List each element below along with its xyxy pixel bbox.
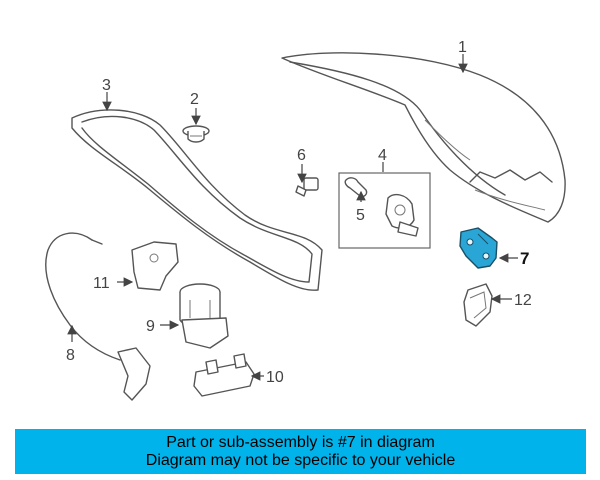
callout-2: 2 [190, 91, 199, 108]
callout-10: 10 [266, 369, 284, 386]
info-banner: Part or sub-assembly is #7 in diagram Di… [15, 429, 586, 474]
parts-diagram: 1 2 3 4 5 6 7 8 9 10 11 12 [45, 39, 566, 401]
part-10-handle[interactable] [193, 353, 255, 397]
callout-5: 5 [356, 207, 365, 224]
part-1-trunk-lid[interactable] [281, 52, 566, 223]
callout-9: 9 [146, 318, 155, 335]
part-8-release-cable[interactable] [45, 232, 151, 401]
callout-7: 7 [520, 249, 529, 268]
banner-line-1: Part or sub-assembly is #7 in diagram [166, 433, 435, 451]
callout-6: 6 [297, 147, 306, 164]
callout-3: 3 [102, 77, 111, 94]
callout-1: 1 [458, 39, 467, 56]
part-4-latch-assembly-box[interactable] [338, 172, 431, 249]
callout-4: 4 [378, 147, 387, 164]
part-12-bracket[interactable] [463, 283, 493, 327]
banner-line-2: Diagram may not be specific to your vehi… [145, 451, 456, 469]
part-6-bolt[interactable] [295, 177, 319, 197]
callout-11: 11 [93, 275, 110, 292]
part-11-cover[interactable] [131, 241, 179, 291]
part-3-weatherstrip[interactable] [71, 109, 323, 291]
callout-8: 8 [66, 347, 75, 364]
part-2-push-clip[interactable] [182, 125, 210, 143]
callout-12: 12 [514, 292, 532, 309]
part-9-actuator[interactable] [179, 283, 229, 349]
part-7-highlighted-bracket[interactable] [459, 227, 498, 269]
